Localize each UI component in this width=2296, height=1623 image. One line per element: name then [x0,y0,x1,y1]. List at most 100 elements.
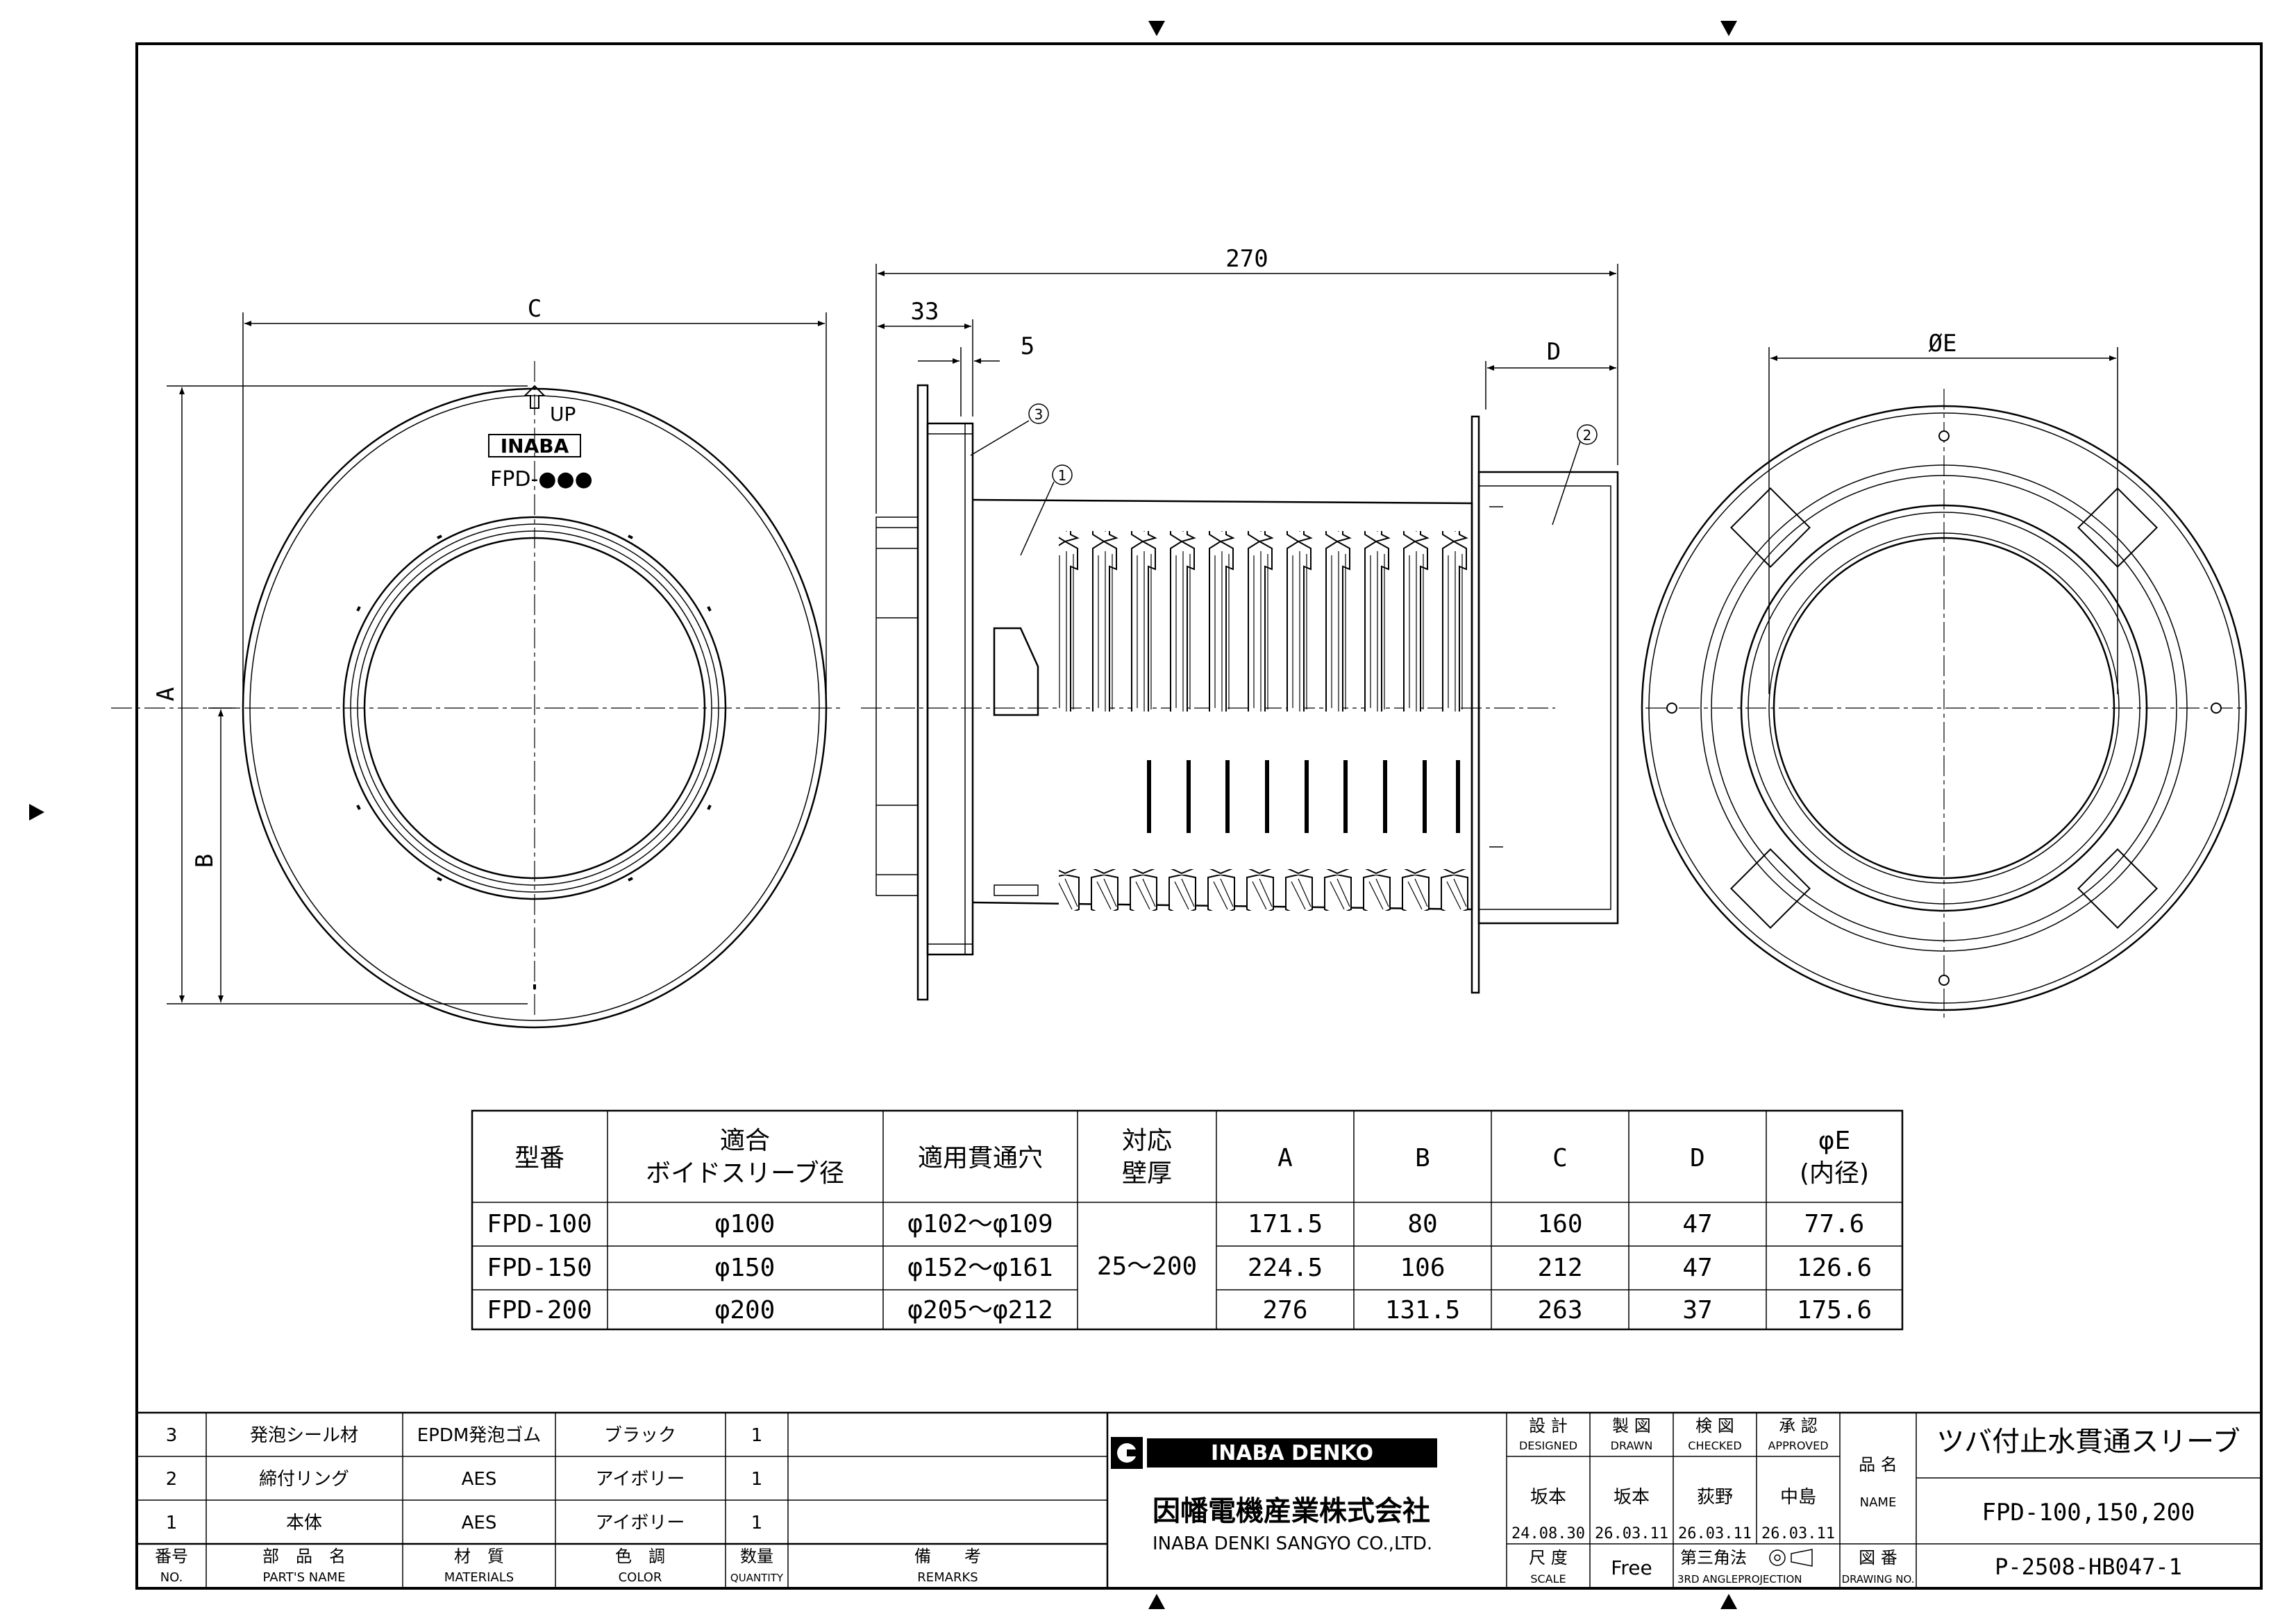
svg-text:番号: 番号 [155,1547,188,1566]
svg-text:131.5: 131.5 [1385,1296,1460,1325]
inaba-logo-box [488,434,581,457]
drafter-name: 坂本 [1614,1487,1650,1508]
svg-text:1: 1 [751,1513,763,1533]
svg-text:FPD-100: FPD-100 [487,1210,592,1238]
svg-text:DRAWING NO.: DRAWING NO. [1842,1573,1915,1586]
svg-text:QUANTITY: QUANTITY [730,1572,784,1584]
side-view: 270 33 5 D 3 1 2 [861,245,1619,1001]
product-models: FPD-100,150,200 [1981,1499,2195,1527]
ring-body-2 [1477,471,1619,925]
sleeve-outer [342,516,727,900]
svg-text:PART'S NAME: PART'S NAME [263,1570,346,1585]
product-name: ツバ付止水貫通スリーブ [1936,1426,2240,1458]
dim-33-label: 33 [911,298,939,326]
svg-text:2: 2 [1583,427,1592,444]
th-d: D [1690,1144,1705,1172]
td-wall: 25～200 [1097,1252,1197,1281]
rear-holes [1666,430,2222,986]
drawing-number: P-2508-HB047-1 [1995,1554,2182,1580]
dim-b-label: B [191,854,219,868]
svg-text:第三角法: 第三角法 [1680,1548,1747,1567]
svg-text:1: 1 [166,1513,178,1533]
th-model: 型番 [514,1144,564,1172]
svg-text:3: 3 [1034,406,1044,423]
company-name-en: INABA DENKI SANGYO CO.,LTD. [1153,1533,1432,1554]
sleeve-fins-lower [1059,869,1468,911]
flange-outline [242,387,828,1029]
svg-text:3RD ANGLEPROJECTION: 3RD ANGLEPROJECTION [1677,1573,1802,1586]
svg-text:263: 263 [1537,1296,1582,1325]
spec-table: 型番 適合 ボイドスリーブ径 適用貫通穴 対応 壁厚 A B C D φE (内… [471,1109,1904,1331]
svg-text:φ150: φ150 [715,1254,776,1282]
sheet-border [135,42,2263,1590]
th-hole: 適用貫通穴 [918,1144,1043,1172]
svg-text:160: 160 [1537,1210,1582,1238]
up-label: UP [550,403,576,426]
center-mark-bottom-right [1720,1594,1737,1609]
balloon-1 [1052,464,1073,485]
svg-text:37: 37 [1682,1296,1712,1325]
balloon-3 [1028,403,1049,424]
seal-left-block [875,516,919,896]
svg-text:APPROVED: APPROVED [1768,1439,1828,1452]
table-row: FPD-150 φ150 φ152～φ161 224.5 106 212 47 … [487,1254,1872,1282]
svg-text:1: 1 [751,1469,763,1490]
inaba-logo: INABA [501,435,569,457]
svg-text:EPDM発泡ゴム: EPDM発泡ゴム [417,1425,542,1446]
svg-text:DESIGNED: DESIGNED [1519,1439,1577,1452]
svg-text:φ152～φ161: φ152～φ161 [907,1254,1053,1282]
third-angle-projection-icon [1769,1549,1813,1567]
company-name-jp: 因幡電機産業株式会社 [1153,1495,1430,1527]
sleeve-inner [363,537,706,880]
svg-text:212: 212 [1537,1254,1582,1282]
dim-e-label: ØE [1929,330,1957,358]
svg-text:品 名: 品 名 [1859,1455,1897,1474]
svg-text:2: 2 [166,1469,178,1490]
center-mark-left [29,804,44,821]
svg-text:承 認: 承 認 [1779,1416,1818,1436]
dim-5-label: 5 [1021,333,1034,360]
rear-flange-outer [1641,405,2247,1011]
scale-value: Free [1611,1556,1652,1579]
th-a: A [1277,1144,1293,1172]
approver-name: 中島 [1780,1487,1816,1508]
svg-text:REMARKS: REMARKS [917,1570,978,1585]
svg-text:製 図: 製 図 [1612,1416,1651,1436]
th-e-2: (内径) [1800,1159,1869,1188]
sleeve-fins-upper [1059,531,1468,712]
table-row: 3 発泡シール材 EPDM発泡ゴム ブラック 1 [166,1425,763,1446]
svg-text:276: 276 [1262,1296,1307,1325]
svg-text:80: 80 [1407,1210,1437,1238]
center-mark-bottom-left [1148,1594,1165,1609]
th-e-1: φE [1818,1127,1851,1155]
model-mark: FPD-●●● [490,467,593,491]
svg-text:FPD-200: FPD-200 [487,1296,592,1325]
center-mark-top-left [1148,21,1165,36]
svg-text:MATERIALS: MATERIALS [444,1570,514,1585]
table-row: 2 締付リング AES アイボリー 1 [166,1469,763,1490]
up-arrow-icon [523,385,546,409]
dim-c-label: C [528,295,542,323]
company-logo-text: INABA DENKO [1211,1441,1373,1465]
svg-text:171.5: 171.5 [1248,1210,1323,1238]
rear-tabs [1730,487,2158,929]
rear-ring [1740,504,2148,912]
svg-text:φ100: φ100 [715,1210,776,1238]
seal-ring-3 [926,422,974,956]
svg-text:126.6: 126.6 [1797,1254,1872,1282]
svg-text:アイボリー: アイボリー [596,1469,685,1490]
th-wall-2: 壁厚 [1122,1159,1172,1188]
svg-text:材 質: 材 質 [454,1547,504,1566]
svg-text:175.6: 175.6 [1797,1296,1872,1325]
svg-text:図 番: 図 番 [1859,1548,1897,1567]
svg-text:1: 1 [751,1425,763,1446]
balloon-2 [1577,424,1598,445]
svg-text:設 計: 設 計 [1529,1416,1568,1436]
svg-text:φ200: φ200 [715,1296,776,1325]
th-b: B [1415,1144,1430,1172]
svg-text:NAME: NAME [1860,1495,1897,1510]
ring-flange-2 [1470,415,1480,994]
designer-name: 坂本 [1530,1487,1566,1508]
dim-270-label: 270 [1225,245,1268,273]
